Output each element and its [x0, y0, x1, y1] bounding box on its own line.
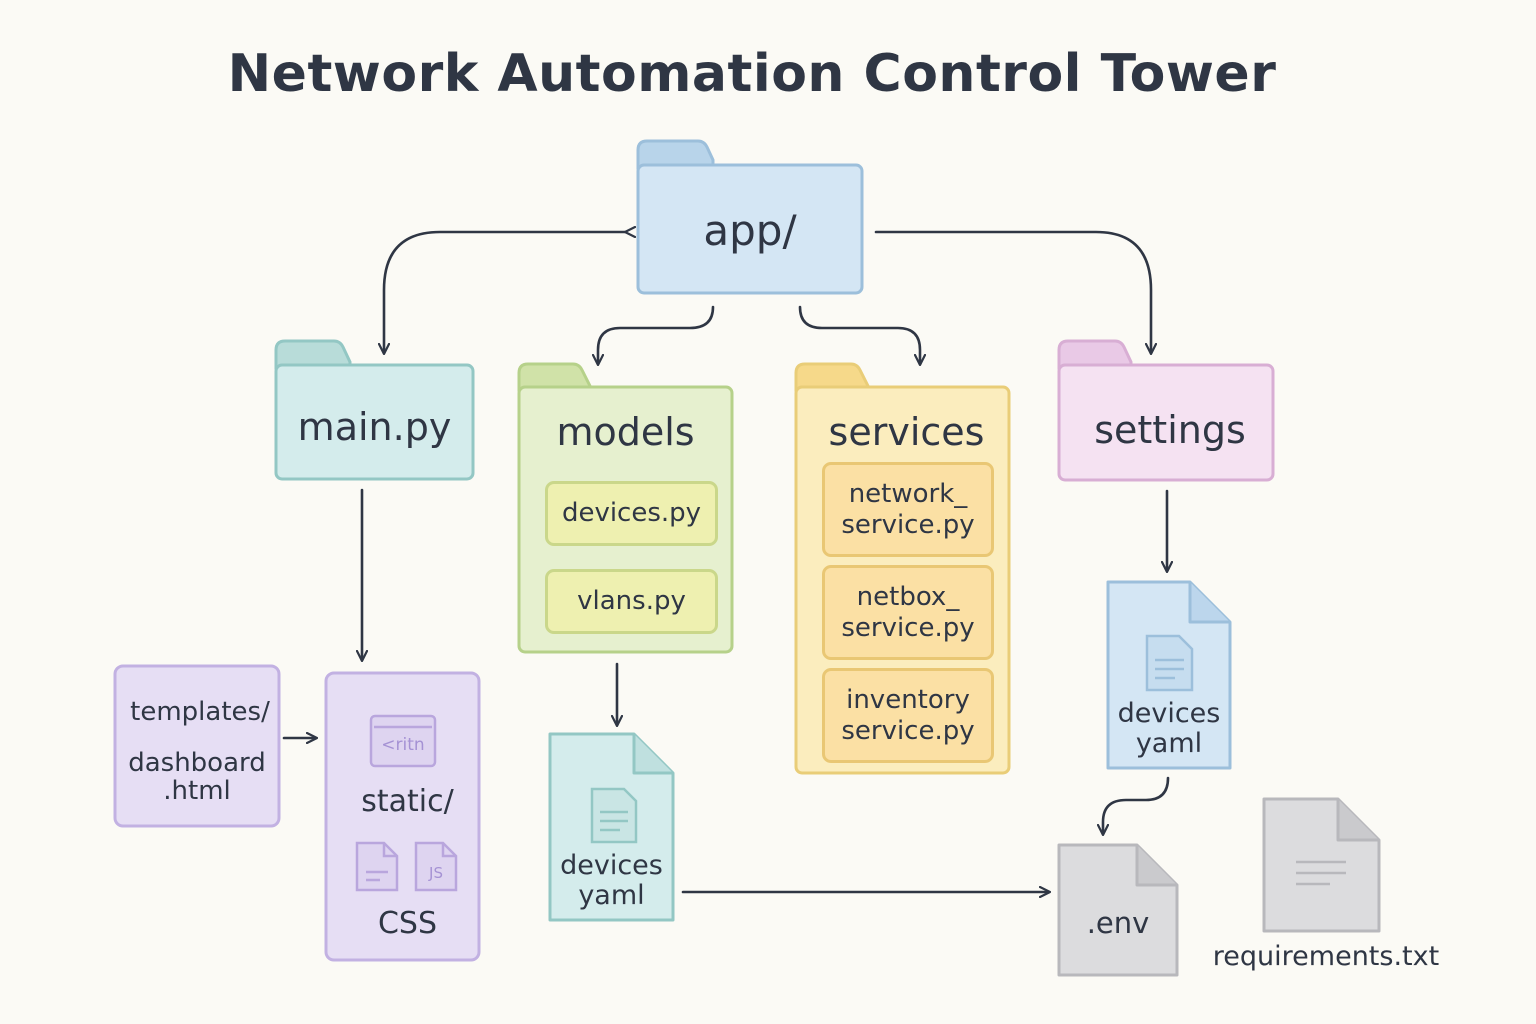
- models-yaml-file-icon[interactable]: [548, 732, 675, 922]
- models-folder-label: models: [556, 410, 695, 454]
- main-py-folder-label: main.py: [297, 405, 452, 449]
- settings-folder-icon[interactable]: [1057, 339, 1275, 482]
- css-label: CSS: [377, 906, 438, 941]
- services-file-inventory-service[interactable]: inventory service.py: [822, 668, 994, 763]
- services-file-network-service[interactable]: network_ service.py: [822, 462, 994, 557]
- app-folder-icon[interactable]: [636, 139, 864, 295]
- arrow-app-to-services: [798, 305, 920, 364]
- html-icon-text: <ritn: [381, 735, 425, 755]
- requirements-file-icon[interactable]: [1262, 797, 1381, 933]
- main-py-folder-icon[interactable]: [274, 339, 475, 481]
- templates-box[interactable]: [113, 664, 281, 828]
- arrow-app-to-settings: [874, 230, 1151, 353]
- diagram-title: Network Automation Control Tower: [227, 44, 1277, 104]
- requirements-label: requirements.txt: [1212, 941, 1440, 972]
- app-folder-label: app/: [703, 206, 797, 255]
- settings-yaml-label: devices yaml: [1117, 698, 1221, 759]
- settings-folder-label: settings: [1094, 408, 1246, 452]
- arrow-yaml-to-env: [1103, 776, 1170, 834]
- services-folder-label: services: [828, 410, 985, 454]
- js-file-icon: [414, 841, 458, 892]
- services-file-netbox-service[interactable]: netbox_ service.py: [822, 565, 994, 660]
- static-box[interactable]: [324, 671, 481, 962]
- templates-label: templates/: [130, 697, 270, 727]
- static-label: static/: [361, 784, 454, 819]
- settings-yaml-file-icon[interactable]: [1106, 580, 1232, 770]
- models-file-vlans-py[interactable]: vlans.py: [545, 569, 718, 634]
- js-icon-text: JS: [429, 864, 443, 882]
- env-label: .env: [1086, 906, 1150, 940]
- models-file-devices-py[interactable]: devices.py: [545, 481, 718, 546]
- arrow-app-to-main: [384, 232, 626, 353]
- env-file-icon[interactable]: [1057, 843, 1179, 977]
- models-yaml-label: devices yaml: [560, 850, 663, 911]
- css-file-icon: [355, 841, 399, 892]
- templates-file-label: dashboard .html: [128, 748, 266, 806]
- arrow-app-to-models: [598, 305, 715, 364]
